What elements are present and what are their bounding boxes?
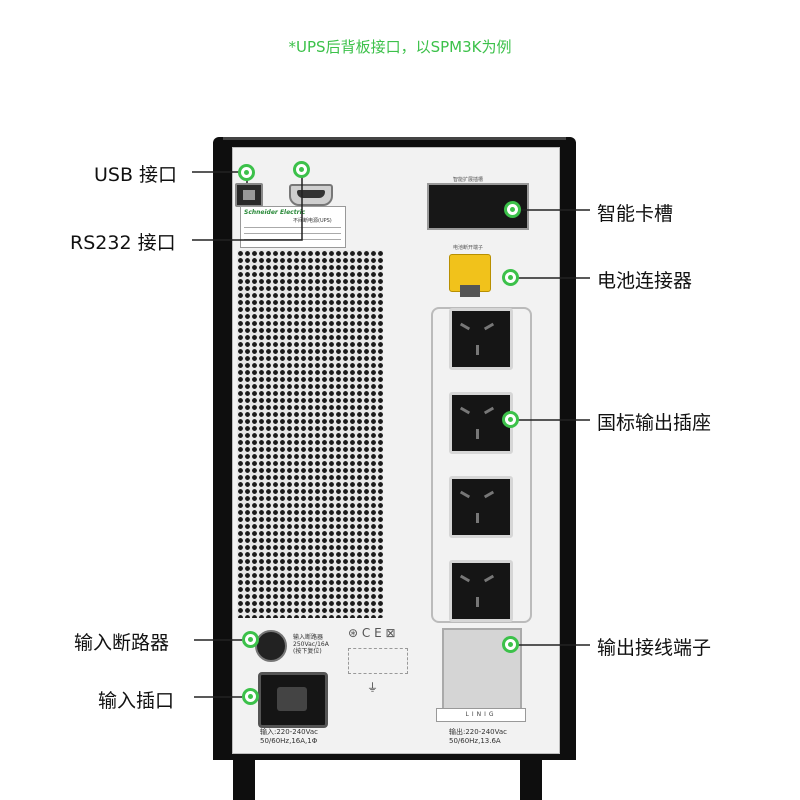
ups-foot-right [520,760,542,800]
caption: *UPS后背板接口，以SPM3K为例 [288,38,512,56]
label-title: 不间断电源(UPS) [293,218,332,224]
ups-foot-left [233,760,255,800]
callout-input-socket: 输入插口 [98,690,175,712]
callout-battery-connector: 电池连接器 [597,270,693,292]
battery-connector [449,254,491,297]
breaker-text: 输入断路器 250Vac/16A (按下复位) [293,634,329,655]
callout-usb: USB 接口 [94,164,178,186]
input-socket [258,672,328,728]
marker-input-socket [242,688,259,705]
terminal-label: LINIG [436,708,526,722]
marker-usb [238,164,255,181]
callout-smart-slot: 智能卡槽 [597,203,674,225]
usb-port [235,183,263,207]
rating-label: Schneider Electric 不间断电源(UPS) [240,206,346,248]
brand-text: Schneider Electric [244,209,306,216]
output-spec: 输出:220-240Vac 50/60Hz,13.6A [449,728,507,745]
marker-rs232 [293,161,310,178]
marker-smart-slot [504,201,521,218]
ventilation-grille [237,250,383,618]
marker-input-breaker [242,631,259,648]
rs232-port [289,184,333,206]
outlet-3 [449,476,513,538]
callout-output-terminal: 输出接线端子 [597,637,712,659]
input-spec: 输入:220-240Vac 50/60Hz,16A,1Φ [260,728,318,745]
outlet-1 [449,308,513,370]
slot-label: 智能扩展插槽 [453,177,484,183]
battery-label: 电池断开端子 [453,245,484,251]
callout-rs232: RS232 接口 [70,232,176,254]
callout-gb-outlet: 国标输出插座 [597,412,712,434]
certification-marks: ⊛ C E ⊠ [348,626,396,640]
marker-gb-outlet [502,411,519,428]
input-breaker [255,630,287,662]
outlet-4 [449,560,513,622]
ground-icon: ⏚ [367,681,378,694]
marker-battery-connector [502,269,519,286]
callout-input-breaker: 输入断路器 [74,632,170,654]
serial-label-area [348,648,408,674]
marker-output-terminal [502,636,519,653]
